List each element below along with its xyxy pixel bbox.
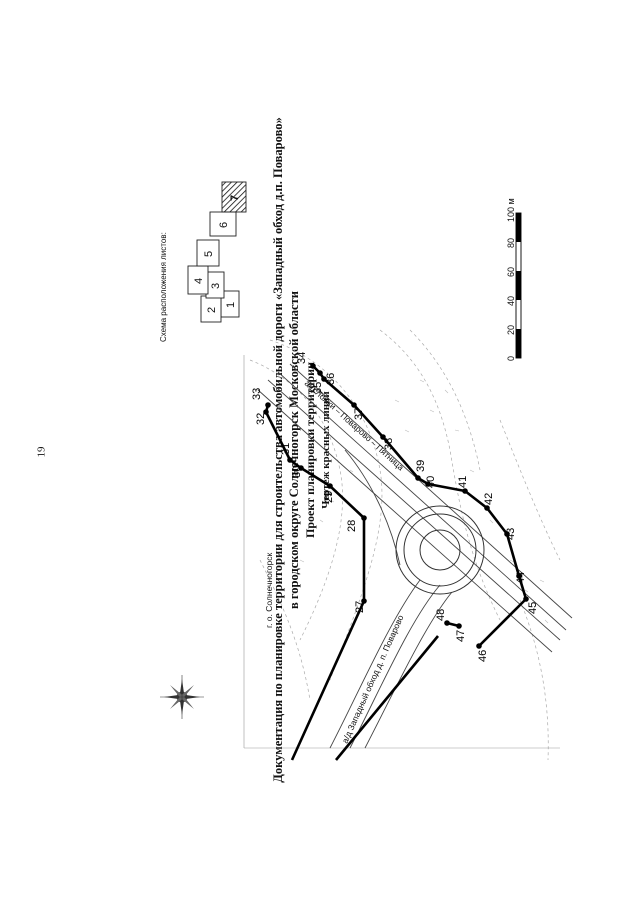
scale-bar (515, 212, 522, 359)
point-label: 46 (477, 650, 489, 662)
district-label: г. о. Солнечногорск (264, 553, 274, 628)
point-label: 36 (325, 373, 337, 385)
scale-tick-label: 0 (506, 356, 516, 361)
point-label: 43 (505, 528, 517, 540)
point-label: 38 (383, 438, 395, 450)
sheet-label: 7 (229, 195, 241, 201)
point-label: 47 (455, 630, 467, 642)
point-label: 30 (291, 466, 303, 478)
sheet-label: 5 (203, 251, 215, 257)
terrain-hatching (299, 379, 549, 624)
scale-tick-label: 80 (506, 238, 516, 248)
point-label: 41 (457, 476, 469, 488)
point-label: 34 (296, 352, 308, 364)
scale-tick-label: 40 (506, 296, 516, 306)
sheet-scheme (187, 181, 247, 323)
secondary-road-label: а/д Ложки – Поварово – Пятница (303, 378, 406, 473)
sheet-label: 6 (218, 222, 230, 228)
red-line-south (334, 635, 440, 761)
point-label: 27 (354, 601, 366, 613)
sheet-7 (221, 181, 247, 213)
point-label: 39 (415, 460, 427, 472)
point-label: 40 (425, 476, 437, 488)
terrain-contours (249, 329, 561, 761)
red-lines (264, 365, 528, 761)
scale-tick-label: 100 м (506, 198, 516, 222)
point-label: 42 (483, 493, 495, 505)
sheet-scheme-title: Схема расположения листов: (159, 232, 168, 342)
point-label: 48 (435, 609, 447, 621)
north-arrow-icon (160, 675, 204, 719)
point-label: 45 (527, 602, 539, 614)
scale-tick-label: 60 (506, 267, 516, 277)
point-label: 35 (312, 382, 324, 394)
red-line-points (263, 363, 529, 649)
red-line-east (312, 365, 528, 647)
point-label: 37 (353, 408, 365, 420)
scale-tick-label: 20 (506, 325, 516, 335)
point-label: 44 (515, 572, 527, 584)
sheet-label: 1 (225, 302, 237, 308)
road-main (329, 449, 453, 749)
sheet-label: 2 (206, 307, 218, 313)
sheet-label: 4 (193, 278, 205, 284)
point-label: 31 (280, 443, 292, 455)
sheet-label: 3 (210, 283, 222, 289)
point-label: 28 (346, 520, 358, 532)
point-label: 33 (251, 388, 263, 400)
road-secondary (257, 363, 573, 653)
red-line-west (264, 404, 366, 761)
point-label: 29 (323, 491, 335, 503)
sheet-5 (196, 239, 220, 267)
point-label: 32 (255, 413, 267, 425)
roundabout (395, 505, 485, 595)
